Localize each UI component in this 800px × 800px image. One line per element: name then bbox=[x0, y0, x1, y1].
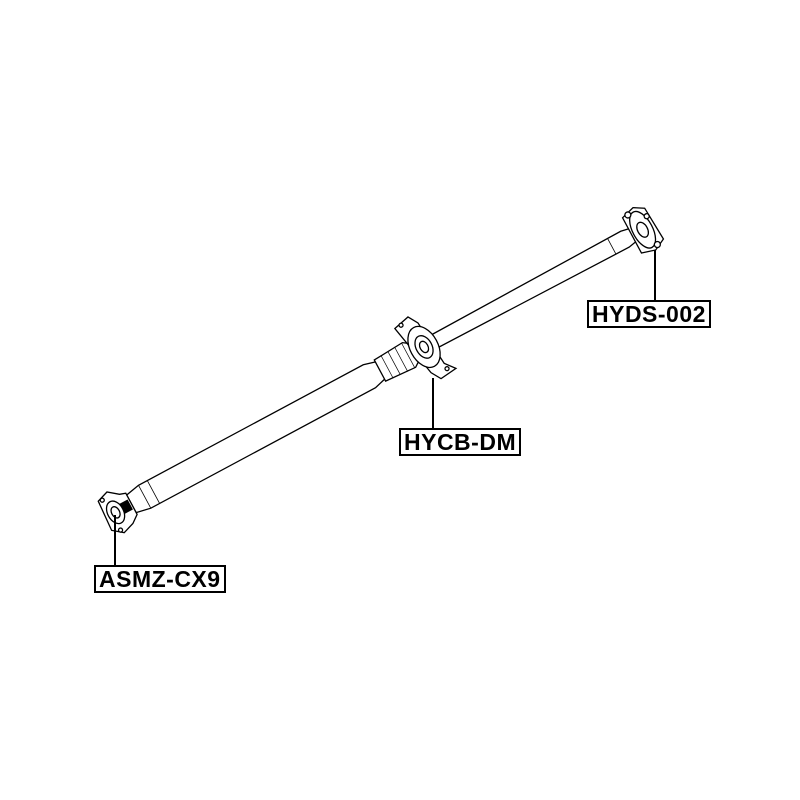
flex-coupling bbox=[621, 206, 665, 254]
center-bearing bbox=[393, 316, 458, 380]
part-label-rear-joint[interactable]: ASMZ-CX9 bbox=[94, 565, 226, 593]
part-label-center-bearing[interactable]: HYCB-DM bbox=[399, 428, 522, 456]
leader-line-front-coupling bbox=[654, 250, 656, 302]
front-tube bbox=[411, 227, 638, 359]
leader-line-center-bearing bbox=[432, 378, 434, 430]
leader-line-rear-joint bbox=[114, 515, 116, 567]
part-label-front-coupling[interactable]: HYDS-002 bbox=[587, 300, 711, 328]
rear-flange bbox=[97, 491, 138, 534]
rear-tube bbox=[125, 360, 388, 514]
